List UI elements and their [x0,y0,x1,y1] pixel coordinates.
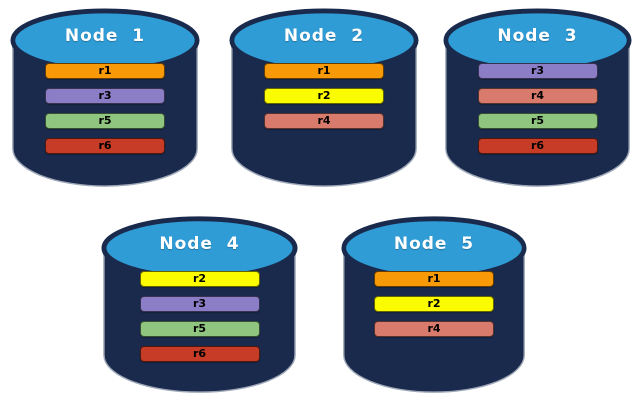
node-2: Node 2 r1 r2 r4 [229,5,419,192]
replica-bar-r1: r1 [45,63,165,79]
replica-bar-r3: r3 [139,296,260,312]
replica-bar-r1: r1 [264,63,384,79]
replica-bar-r5: r5 [45,113,165,129]
replica-bar-r4: r4 [374,321,494,337]
replica-bar-r5: r5 [139,321,260,337]
node-5: Node 5 r1 r2 r4 [341,213,527,398]
replica-bar-r4: r4 [477,88,598,104]
node-3-label: Node 3 [497,26,578,46]
node-1: Node 1 r1 r3 r5 r6 [10,5,200,192]
node-4: Node 4 r2 r3 r5 r6 [101,213,298,398]
replica-bar-r2: r2 [264,88,384,104]
replica-bar-r1: r1 [374,271,494,287]
replica-bar-r6: r6 [45,138,165,154]
node-4-replica-list: r2 r3 r5 r6 [101,271,298,362]
replica-bar-r3: r3 [45,88,165,104]
replica-bar-r4: r4 [264,113,384,129]
node-2-replica-list: r1 r2 r4 [229,63,419,129]
replica-bar-r2: r2 [374,296,494,312]
node-5-replica-list: r1 r2 r4 [341,271,527,337]
node-3-replica-list: r3 r4 r5 r6 [443,63,632,154]
replica-bar-r6: r6 [477,138,598,154]
replica-bar-r5: r5 [477,113,598,129]
replica-bar-r6: r6 [139,346,260,362]
replica-bar-r2: r2 [139,271,260,287]
node-5-label: Node 5 [393,234,475,254]
node-1-replica-list: r1 r3 r5 r6 [10,63,200,154]
replica-bar-r3: r3 [477,63,598,79]
node-2-label: Node 2 [283,26,365,46]
node-1-label: Node 1 [64,26,146,46]
node-4-label: Node 4 [159,234,240,254]
node-3: Node 3 r3 r4 r5 r6 [443,5,632,192]
